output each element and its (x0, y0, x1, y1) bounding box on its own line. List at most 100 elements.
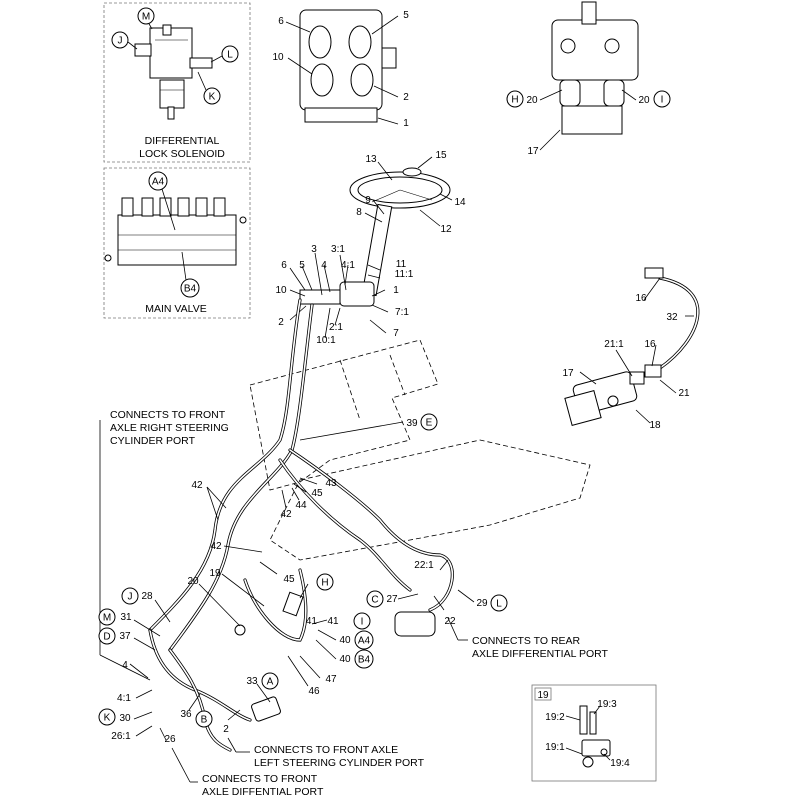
callout-C: C (366, 590, 384, 608)
part-number-0: CONNECTS TO REAR (472, 635, 581, 647)
callout-H-top: H (506, 90, 524, 108)
part-number-n17-top: 17 (527, 146, 539, 157)
part-number-n39: 39 (406, 418, 418, 429)
part-number-n21: 21 (678, 388, 690, 399)
callout-letter-b: B (201, 715, 208, 726)
part-number-1: AXLE DIFFENTIAL PORT (202, 786, 324, 798)
part-number-n2-b: 2 (223, 724, 229, 735)
callout-L-main: L (490, 594, 508, 612)
callout-E: E (420, 413, 438, 431)
part-number-d19-3: 19:3 (597, 699, 617, 710)
callout-letter-i: I (661, 95, 664, 106)
part-number-2: CYLINDER PORT (110, 435, 196, 447)
part-number-n9: 9 (365, 195, 371, 206)
part-number-n12: 12 (440, 224, 452, 235)
callout-B4: B4 (180, 278, 200, 298)
part-number-n45-b: 45 (283, 574, 295, 585)
part-number-1: LEFT STEERING CYLINDER PORT (254, 757, 425, 769)
part-number-n4-1b: 4:1 (117, 693, 131, 704)
part-number-n15: 15 (435, 150, 447, 161)
part-number-n40-b: 40 (339, 654, 351, 665)
main-valve-inset: A4 B4 MAIN VALVE (103, 167, 251, 319)
part-number-n18: 18 (649, 420, 661, 431)
detail-19-frame (531, 684, 657, 782)
part-number-n45-a: 45 (311, 488, 323, 499)
part-number-n2-1: 2:1 (329, 322, 343, 333)
solenoid-caption-line2: LOCK SOLENOID (139, 148, 225, 160)
part-number-n44: 44 (295, 500, 307, 511)
callout-letter-h: H (321, 578, 328, 589)
priority-valve: H 20 20 I 17 (506, 1, 671, 157)
callout-D: D (98, 627, 116, 645)
part-number-n32: 32 (666, 312, 678, 323)
part-number-n11: 11 (396, 259, 407, 270)
part-number-n22: 22 (444, 616, 456, 627)
callout-A: A (261, 672, 279, 690)
part-number-n26-1: 26:1 (111, 731, 131, 742)
part-number-n20: 20 (187, 576, 199, 587)
callout-J-main: J (121, 587, 139, 605)
part-number-n41: 41 (327, 616, 339, 627)
steering-wheel-column: 13 15 14 9 8 12 3 3:1 11 11:1 6 5 4 4:1 … (275, 150, 466, 346)
callout-I: I (353, 612, 371, 630)
callout-letter-a4: A4 (358, 636, 371, 647)
detail-19-box: 19 19:2 19:3 19:1 19:4 (531, 684, 657, 782)
callout-letter-m: M (142, 12, 150, 23)
part-number-n5-top: 5 (403, 10, 409, 21)
part-number-n2: 2 (278, 317, 284, 328)
part-number-n31: 31 (120, 612, 132, 623)
callout-letter-i: I (361, 617, 364, 628)
part-number-n6: 6 (281, 260, 287, 271)
part-number-n41: 41 (306, 616, 318, 627)
callout-letter-e: E (426, 418, 433, 429)
callout-letter-k: K (104, 713, 111, 724)
part-number-n42-c: 42 (210, 541, 222, 552)
callout-K: K (203, 87, 221, 105)
part-number-n1-top: 1 (403, 118, 409, 129)
part-number-n29: 29 (476, 598, 488, 609)
note-rear-diff: CONNECTS TO REAR AXLE DIFFERENTIAL PORT (447, 617, 609, 660)
part-number-d19-2: 19:2 (545, 712, 565, 723)
part-number-0: CONNECTS TO FRONT (110, 409, 226, 421)
part-number-n1: 1 (393, 285, 399, 296)
part-number-d19-1: 19:1 (545, 742, 565, 753)
callout-K-main: K (98, 708, 116, 726)
solenoid-drawing (134, 24, 213, 120)
part-number-d19-4: 19:4 (610, 758, 630, 769)
part-number-n42-b: 42 (280, 509, 292, 520)
callout-letter-j: J (118, 36, 123, 47)
part-number-n3: 3 (311, 244, 317, 255)
part-number-n22-1: 22:1 (414, 560, 434, 571)
hydraulic-pump: 16 32 21:1 16 17 21 18 (562, 267, 700, 431)
part-number-n30: 30 (119, 713, 131, 724)
detail-19-drawing (579, 705, 611, 768)
part-number-n10-top: 10 (272, 52, 284, 63)
part-number-n43: 43 (325, 478, 337, 489)
callout-letter-a4: A4 (152, 177, 165, 188)
part-number-n36: 36 (180, 709, 192, 720)
note-right-steering: CONNECTS TO FRONT AXLE RIGHT STEERING CY… (99, 409, 229, 681)
steering-control-unit: 6 5 10 2 1 (272, 9, 409, 129)
part-number-n20-left: 20 (526, 95, 538, 106)
solenoid-inset: M J L K DIFFERENTIAL LOCK SOLENOID (103, 2, 251, 163)
callout-M-main: M (98, 608, 116, 626)
hose-bundle (148, 298, 454, 752)
part-number-n20-right: 20 (638, 95, 650, 106)
main-valve-caption: MAIN VALVE (145, 303, 206, 315)
callout-I-top: I (653, 90, 671, 108)
part-number-n21-1: 21:1 (604, 339, 624, 350)
callout-letter-j: J (128, 592, 133, 603)
part-number-n42-a: 42 (191, 480, 203, 491)
callout-L: L (221, 45, 239, 63)
callout-letter-k: K (209, 92, 216, 103)
part-number-n2-top: 2 (403, 92, 409, 103)
main-valve-drawing (104, 197, 247, 266)
solenoid-caption-line1: DIFFERENTIAL (145, 135, 220, 147)
part-number-0: CONNECTS TO FRONT AXLE (254, 744, 398, 756)
callout-letter-b4: B4 (358, 655, 371, 666)
note-left-steering: CONNECTS TO FRONT AXLE LEFT STEERING CYL… (227, 737, 425, 769)
main-valve-inset-frame (103, 167, 251, 319)
callout-J: J (111, 31, 129, 49)
part-number-n16-a: 16 (635, 293, 647, 304)
